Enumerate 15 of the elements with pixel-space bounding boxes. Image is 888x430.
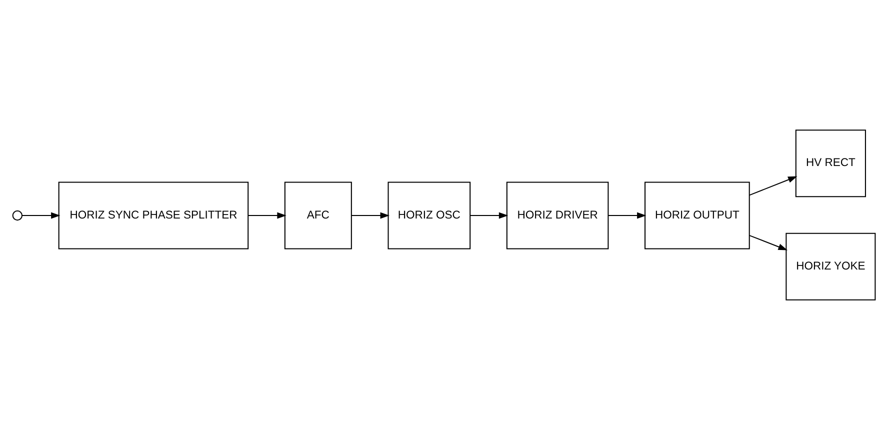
node-box: HORIZ OUTPUT <box>644 182 750 250</box>
arrow <box>248 212 286 219</box>
arrow <box>749 176 798 196</box>
node-box: HORIZ DRIVER <box>506 182 609 250</box>
node-box: AFC <box>284 182 352 250</box>
arrow <box>749 234 788 250</box>
arrow <box>22 212 60 219</box>
node-box: HORIZ YOKE <box>786 232 876 300</box>
node-box: HV RECT <box>795 130 866 198</box>
node-box: HORIZ SYNC PHASE SPLITTER <box>58 182 249 250</box>
arrow <box>608 212 646 219</box>
node-box: HORIZ OSC <box>388 182 471 250</box>
node-circle <box>12 210 23 221</box>
arrow <box>470 212 508 219</box>
arrow <box>352 212 390 219</box>
